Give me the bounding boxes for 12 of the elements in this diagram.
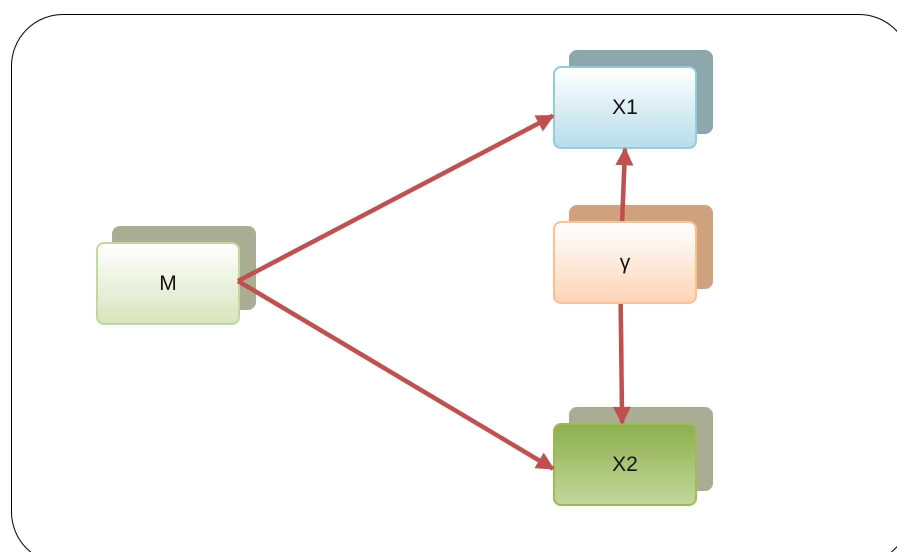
process-box [553, 423, 697, 506]
arrow [615, 147, 634, 222]
process-box [553, 221, 697, 304]
node-label: M [159, 273, 177, 294]
arrow [236, 279, 555, 471]
process-box [553, 66, 697, 149]
node-label: γ [620, 252, 630, 273]
node-label: X1 [612, 97, 638, 118]
arrow [236, 114, 555, 283]
process-box [96, 242, 240, 325]
node-label: X2 [612, 454, 638, 475]
arrow [612, 304, 631, 425]
